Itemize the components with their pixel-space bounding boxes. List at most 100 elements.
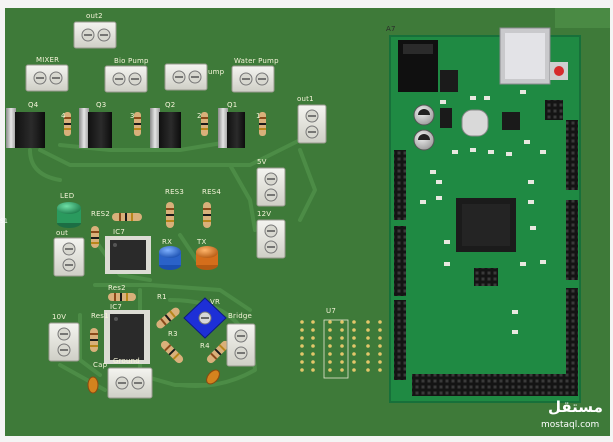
label-n1: 1 <box>256 112 261 120</box>
u7-pad <box>300 336 304 340</box>
u7-pad <box>300 368 304 372</box>
u7-pad <box>340 368 344 372</box>
terminal-mixer <box>25 64 69 92</box>
resistor-res3 <box>166 202 174 228</box>
smd-part <box>540 150 546 154</box>
u7-pad <box>378 344 382 348</box>
u7-pad <box>328 368 332 372</box>
label-cap: Cap <box>93 361 108 369</box>
u7-pad <box>300 328 304 332</box>
arduino-mega-board <box>389 27 581 403</box>
u7-pad <box>328 328 332 332</box>
smd-part <box>506 152 512 156</box>
terminal-5v <box>256 167 286 207</box>
label-res4: RES4 <box>202 188 221 196</box>
u7-pad <box>328 344 332 348</box>
transistor-q2 <box>150 108 181 148</box>
u7-pad <box>300 360 304 364</box>
resistor-r4 <box>206 340 230 364</box>
resistor-res4 <box>203 202 211 228</box>
transistor-q1 <box>218 108 245 148</box>
transistor-q4 <box>6 108 45 148</box>
terminal-out1 <box>297 104 327 144</box>
terminal-bio-pump <box>104 65 148 93</box>
label-ic7-bottom: IC7 <box>110 303 123 311</box>
copper-traces <box>28 138 317 392</box>
led <box>57 202 81 228</box>
resistor-res1 <box>90 328 98 352</box>
u7-pads <box>300 320 382 372</box>
led-tx <box>196 246 218 270</box>
label-q2: Q2 <box>165 101 176 109</box>
label-led: LED <box>60 192 75 200</box>
u7-pad <box>378 368 382 372</box>
u7-pad <box>366 368 370 372</box>
u7-pad <box>311 368 315 372</box>
label-res1: Res1 <box>91 312 109 320</box>
u7-pad <box>328 336 332 340</box>
smd-part <box>512 330 518 334</box>
label-q4: Q4 <box>28 101 39 109</box>
ic7-top <box>105 236 151 274</box>
smd-part <box>528 200 534 204</box>
u7-pad <box>340 360 344 364</box>
u7-pad <box>378 320 382 324</box>
label-res2: RES2 <box>91 210 110 218</box>
u7-pad <box>340 352 344 356</box>
label-ground: Ground <box>113 357 140 365</box>
label-n4: 4 <box>61 112 66 120</box>
u7-pad <box>300 320 304 324</box>
u7-pad <box>311 352 315 356</box>
watermark-latin: mostaql.com <box>541 420 600 430</box>
smd-part <box>488 150 494 154</box>
transistor-q3 <box>79 108 112 148</box>
u7-pad <box>378 328 382 332</box>
smd-part <box>420 200 426 204</box>
u7-pad <box>378 360 382 364</box>
u7-pad <box>366 336 370 340</box>
smd-part <box>520 262 526 266</box>
label-rx: RX <box>162 238 173 246</box>
ic7-bottom <box>104 310 150 364</box>
smd-part <box>444 262 450 266</box>
u7-pad <box>300 352 304 356</box>
label-bio-pump: Bio Pump <box>114 57 149 65</box>
capacitor-small <box>206 369 220 385</box>
watermark-arabic: مستقل <box>548 398 603 416</box>
smd-part <box>470 96 476 100</box>
label-bridge: Bridge <box>228 312 253 320</box>
u7-pad <box>311 336 315 340</box>
u7-pad <box>311 320 315 324</box>
terminal-water-pump <box>231 65 275 93</box>
smd-part <box>512 310 518 314</box>
label-5v: 5V <box>257 158 267 166</box>
label-side: S1 <box>0 218 9 225</box>
u7-pad <box>328 360 332 364</box>
label-12v: 12V <box>257 210 272 218</box>
smd-part <box>430 170 436 174</box>
resistor-r3 <box>160 340 184 364</box>
u7-pad <box>340 328 344 332</box>
smd-part <box>528 180 534 184</box>
smd-part <box>440 100 446 104</box>
u7-pad <box>352 352 356 356</box>
smd-part <box>436 180 442 184</box>
label-a7: A7 <box>386 25 396 33</box>
terminal-out <box>53 237 85 277</box>
u7-pad <box>352 360 356 364</box>
u7-pad <box>352 320 356 324</box>
label-out2: out2 <box>86 12 103 20</box>
terminal-out2 <box>73 21 117 49</box>
u7-pad <box>366 360 370 364</box>
u7-pad <box>366 320 370 324</box>
u7-pad <box>352 336 356 340</box>
u7-pad <box>352 344 356 348</box>
capacitor-cap <box>87 376 99 394</box>
label-u7: U7 <box>326 307 336 315</box>
terminal-bridge <box>226 323 256 367</box>
led-rx <box>159 246 181 270</box>
resistor-r1 <box>156 307 180 329</box>
label-mixer: MIXER <box>36 56 60 64</box>
smd-part <box>540 260 546 264</box>
label-vr: VR <box>210 298 221 306</box>
